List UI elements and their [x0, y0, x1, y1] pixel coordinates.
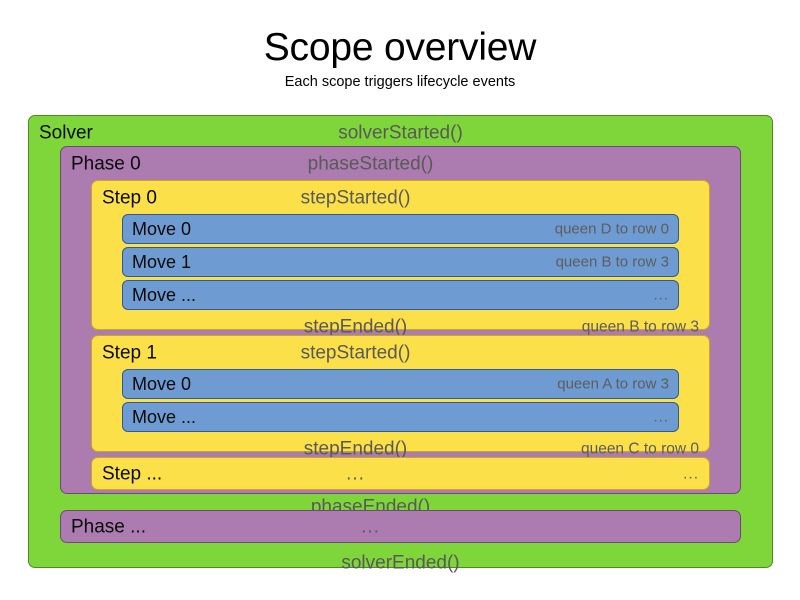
move-row: Move 1 queen B to row 3 [122, 247, 679, 277]
solver-started-event: solverStarted() [338, 122, 463, 143]
move-row: Move 0 queen A to row 3 [122, 369, 679, 399]
phase-0-label: Phase 0 [71, 153, 141, 174]
move-label: Move ... [132, 285, 197, 305]
step-ellipsis-result: ... [683, 464, 699, 482]
phase-scope-0: Phase 0 phaseStarted() Step 0 stepStarte… [60, 146, 741, 517]
step-1-header: Step 1 stepStarted() [92, 336, 709, 369]
page-title: Scope overview [263, 26, 537, 69]
move-result: queen B to row 3 [555, 253, 669, 271]
move-row: Move ... ... [122, 280, 679, 310]
step-0-header: Step 0 stepStarted() [92, 181, 709, 214]
move-row: Move ... ... [122, 402, 679, 432]
solver-header: Solver solverStarted() [29, 116, 772, 149]
move-result: queen A to row 3 [557, 375, 669, 393]
solver-scope: Solver solverStarted() Phase 0 phaseStar… [28, 115, 773, 572]
phase-ellipsis-label: Phase ... [71, 516, 146, 537]
solver-ended-event: solverEnded() [341, 552, 460, 573]
page-subtitle: Each scope triggers lifecycle events [284, 74, 516, 90]
step-0-move-list: Move 0 queen D to row 0 Move 1 queen B t… [92, 214, 709, 310]
step-1-move-list: Move 0 queen A to row 3 Move ... ... [92, 369, 709, 432]
step-0-ended-result: queen B to row 3 [581, 317, 699, 335]
step-scope-0: Step 0 stepStarted() Move 0 queen D to r… [91, 180, 710, 336]
move-label: Move 1 [132, 252, 192, 272]
step-1-ended-result: queen C to row 0 [580, 439, 699, 457]
solver-footer: solverEnded() [29, 546, 772, 579]
move-row: Move 0 queen D to row 0 [122, 214, 679, 244]
move-label: Move 0 [132, 374, 192, 394]
move-label: Move ... [132, 407, 197, 427]
phase-0-header: Phase 0 phaseStarted() [61, 147, 740, 180]
move-result: ... [653, 408, 669, 426]
move-result: ... [653, 286, 669, 304]
move-label: Move 0 [132, 219, 192, 239]
step-scope-1: Step 1 stepStarted() Move 0 queen A to r… [91, 335, 710, 458]
step-1-label: Step 1 [102, 342, 157, 363]
step-0-label: Step 0 [102, 187, 157, 208]
solver-label: Solver [39, 122, 93, 143]
step-ellipsis-label: Step ... [102, 463, 163, 484]
move-result: queen D to row 0 [554, 220, 669, 238]
phase-scope-ellipsis: Phase ... ... [60, 510, 741, 543]
step-scope-ellipsis: Step ... ... ... [91, 457, 710, 490]
